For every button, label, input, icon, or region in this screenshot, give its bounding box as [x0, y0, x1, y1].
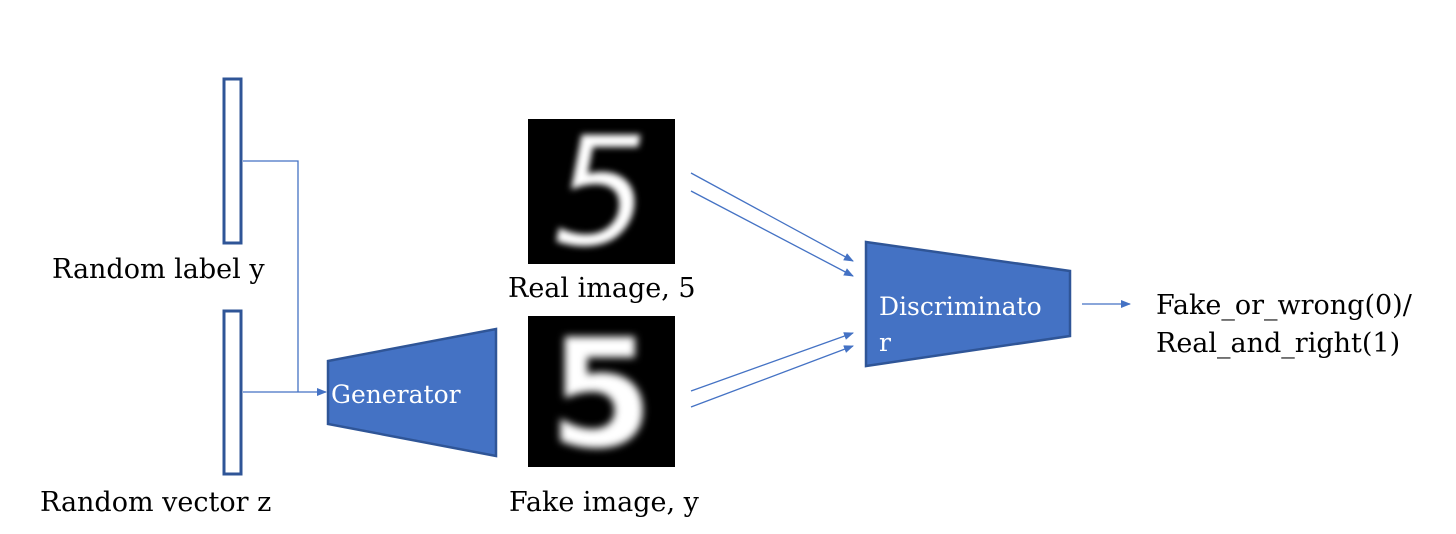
output-label-line2: Real_and_right(1) — [1156, 328, 1400, 359]
label-y-vector — [222, 77, 243, 245]
vector-z-bar — [222, 309, 243, 476]
real-image-caption: Real image, 5 — [508, 273, 696, 304]
real-to-disc-arrow-1 — [690, 172, 854, 262]
real-image: 5 — [528, 106, 675, 280]
fake-image-digit: 5 — [549, 308, 653, 482]
real-to-disc-arrow-2 — [690, 190, 854, 277]
discriminator-label-line1: Discriminato — [879, 292, 1042, 321]
generator-label: Generator — [331, 380, 461, 409]
fake-to-disc-arrow-1 — [690, 332, 854, 392]
label-y-connector — [243, 160, 299, 392]
generator-block — [326, 327, 498, 458]
vector-z-caption: Random vector z — [40, 487, 271, 518]
discriminator-block — [864, 240, 1072, 368]
label-y-caption: Random label y — [52, 254, 265, 285]
real-image-digit: 5 — [553, 106, 648, 280]
fake-image-caption: Fake image, y — [509, 487, 700, 518]
discriminator-label-line2: r — [879, 328, 891, 357]
fake-image: 5 — [528, 308, 675, 482]
fake-to-disc-arrow-2 — [690, 345, 854, 408]
output-label-line1: Fake_or_wrong(0)/ — [1156, 290, 1413, 321]
